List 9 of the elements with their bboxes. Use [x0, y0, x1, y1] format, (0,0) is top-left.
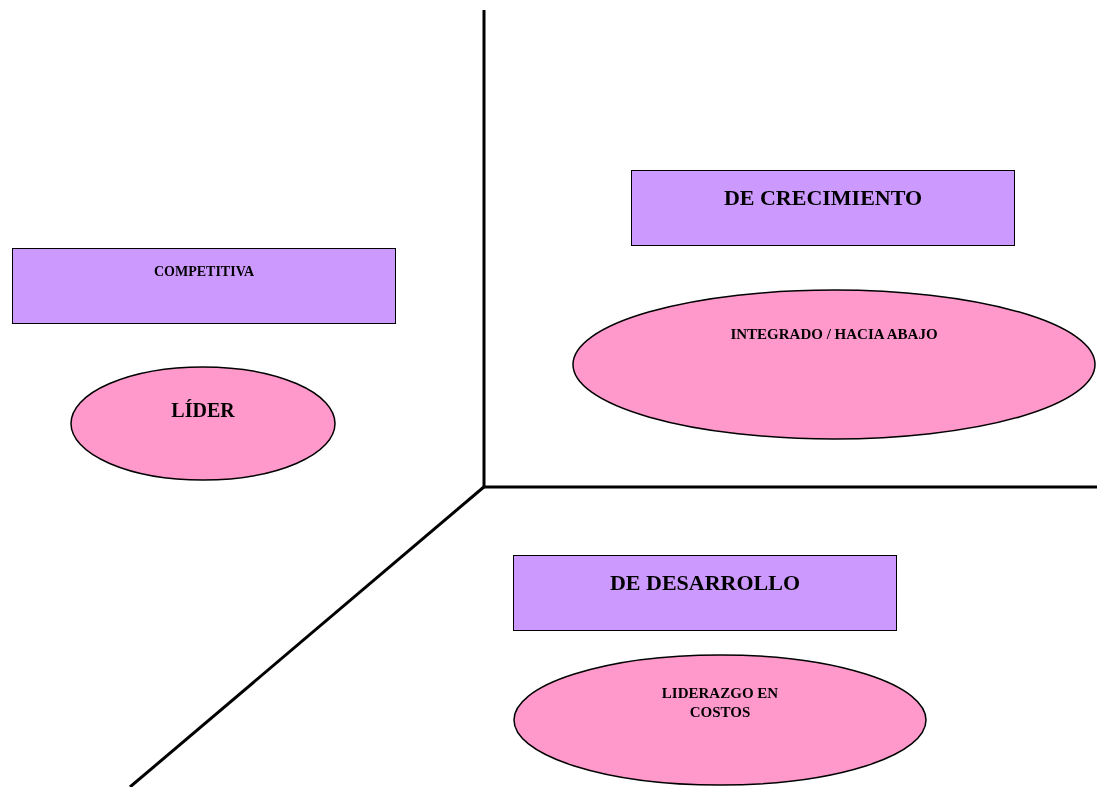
node-label: DE CRECIMIENTO — [722, 184, 924, 212]
category-box — [513, 555, 897, 631]
node-label: INTEGRADO / HACIA ABAJO — [729, 325, 939, 344]
node-label: LÍDER — [170, 398, 236, 423]
node-label: LIDERAZGO EN COSTOS — [660, 684, 780, 722]
category-box — [631, 170, 1015, 246]
node-label: DE DESARROLLO — [608, 569, 802, 597]
node-label: COMPETITIVA — [152, 263, 256, 281]
category-box — [12, 248, 396, 324]
